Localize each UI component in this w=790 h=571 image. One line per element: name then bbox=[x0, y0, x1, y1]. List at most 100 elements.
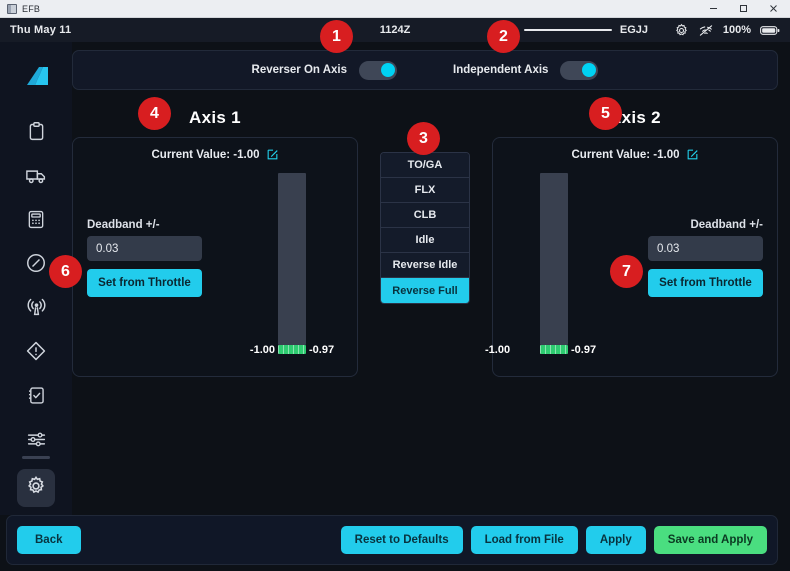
axis-2-deadband-label: Deadband +/- bbox=[690, 219, 763, 231]
truck-icon bbox=[25, 165, 48, 186]
axis-1-inner: Deadband +/- 0.03 Set from Throttle -1.0… bbox=[87, 169, 343, 361]
window-maximize-button[interactable] bbox=[728, 0, 758, 18]
axis-2-meter: -1.00 -0.97 bbox=[485, 169, 599, 361]
axis-2-deadband-input[interactable]: 0.03 bbox=[648, 236, 763, 261]
axis-1-current-value-row: Current Value: -1.00 bbox=[87, 148, 343, 161]
sidebar-item-settings-sliders[interactable] bbox=[16, 418, 56, 460]
sidebar-bottom bbox=[0, 456, 72, 507]
broadcast-icon bbox=[25, 296, 48, 318]
main-content: Reverser On Axis Independent Axis Axis 1… bbox=[72, 42, 790, 515]
axis-2-meter-fill bbox=[540, 345, 568, 354]
toggle-panel: Reverser On Axis Independent Axis bbox=[72, 50, 778, 90]
toggle-label-independent-axis: Independent Axis bbox=[453, 64, 549, 76]
detent-idle[interactable]: Idle bbox=[381, 228, 469, 253]
detent-list: TO/GA FLX CLB Idle Reverse Idle Reverse … bbox=[380, 152, 470, 304]
clipboard-icon bbox=[26, 121, 47, 142]
detent-column: TO/GA FLX CLB Idle Reverse Idle Reverse … bbox=[358, 100, 492, 515]
battery-icon bbox=[760, 24, 780, 37]
axis-2-current-value: Current Value: -1.00 bbox=[571, 148, 680, 161]
app-icon bbox=[7, 3, 17, 14]
annotation-marker-1: 1 bbox=[320, 20, 353, 53]
sidebar-item-atc[interactable] bbox=[16, 286, 56, 328]
save-and-apply-button[interactable]: Save and Apply bbox=[653, 526, 767, 554]
axis-1-panel: Current Value: -1.00 Deadband +/- bbox=[72, 137, 358, 377]
annotation-marker-5: 5 bbox=[589, 97, 622, 130]
axis-2-controls: Deadband +/- 0.03 Set from Throttle bbox=[599, 169, 763, 361]
axis-2-meter-min: -1.00 bbox=[485, 344, 511, 356]
switch-independent-axis[interactable] bbox=[560, 60, 599, 80]
efb-app: Thu May 11 1124Z CK EGJJ bbox=[0, 18, 790, 571]
sidebar-item-navigation[interactable] bbox=[16, 242, 56, 284]
switch-reverser-on-axis[interactable] bbox=[359, 60, 398, 80]
wifi-off-icon[interactable] bbox=[698, 23, 714, 38]
toggle-independent-axis[interactable]: Independent Axis bbox=[453, 60, 599, 80]
sidebar-item-settings[interactable] bbox=[17, 469, 55, 507]
checklist-icon bbox=[26, 385, 47, 406]
sliders-icon bbox=[25, 429, 48, 450]
route-indicator: CK EGJJ bbox=[500, 18, 648, 42]
aircraft-tail-logo[interactable] bbox=[16, 56, 56, 98]
axis-columns: Axis 1 Current Value: -1.00 bbox=[72, 100, 778, 515]
edit-pencil-icon[interactable] bbox=[266, 148, 279, 161]
battery-percent: 100% bbox=[722, 24, 751, 36]
status-center: 1124Z bbox=[0, 24, 790, 36]
axis-2-meter-max: -0.97 bbox=[571, 344, 597, 356]
annotation-marker-4: 4 bbox=[138, 97, 171, 130]
status-date: Thu May 11 bbox=[10, 24, 72, 36]
sidebar-item-checklists[interactable] bbox=[16, 374, 56, 416]
axis-1-column: Axis 1 Current Value: -1.00 bbox=[72, 100, 358, 515]
axis-1-meter-track bbox=[278, 173, 306, 345]
warning-diamond-icon bbox=[25, 340, 47, 362]
annotation-marker-3: 3 bbox=[407, 122, 440, 155]
back-button[interactable]: Back bbox=[17, 526, 81, 554]
window-minimize-button[interactable] bbox=[698, 0, 728, 18]
axis-1-set-from-throttle-button[interactable]: Set from Throttle bbox=[87, 269, 202, 297]
body-split: Reverser On Axis Independent Axis Axis 1… bbox=[0, 42, 790, 515]
axis-2-column: Axis 2 Current Value: -1.00 bbox=[485, 100, 778, 515]
annotation-marker-7: 7 bbox=[610, 255, 643, 288]
sidebar-divider bbox=[22, 456, 50, 459]
apply-button[interactable]: Apply bbox=[585, 526, 646, 554]
status-right-group: 100% bbox=[674, 23, 780, 38]
detent-clb[interactable]: CLB bbox=[381, 203, 469, 228]
calculator-icon bbox=[26, 209, 46, 230]
axis-1-title: Axis 1 bbox=[189, 108, 241, 127]
detent-flx[interactable]: FLX bbox=[381, 178, 469, 203]
sidebar-item-ground-services[interactable] bbox=[16, 154, 56, 196]
annotation-marker-2: 2 bbox=[487, 20, 520, 53]
detent-toga[interactable]: TO/GA bbox=[381, 153, 469, 178]
status-time: 1124Z bbox=[379, 24, 411, 36]
axis-2-current-value-row: Current Value: -1.00 bbox=[507, 148, 763, 161]
sidebar-item-dispatch[interactable] bbox=[16, 110, 56, 152]
sidebar-item-failures[interactable] bbox=[16, 330, 56, 372]
gear-icon bbox=[25, 475, 47, 502]
axis-1-deadband-input[interactable]: 0.03 bbox=[87, 236, 202, 261]
route-destination: EGJJ bbox=[619, 24, 649, 36]
toggle-reverser-on-axis[interactable]: Reverser On Axis bbox=[251, 60, 398, 80]
axis-1-meter-min: -1.00 bbox=[249, 344, 275, 356]
window-titlebar: EFB bbox=[0, 0, 790, 18]
axis-1-meter: -1.00 -0.97 bbox=[249, 169, 343, 361]
axis-2-meter-track bbox=[540, 173, 568, 345]
axis-1-current-value: Current Value: -1.00 bbox=[151, 148, 260, 161]
bottom-right-group: Reset to Defaults Load from File Apply S… bbox=[340, 526, 767, 554]
gear-icon[interactable] bbox=[674, 23, 689, 38]
axis-1-controls: Deadband +/- 0.03 Set from Throttle bbox=[87, 169, 251, 361]
toggle-label-reverser-on-axis: Reverser On Axis bbox=[251, 64, 348, 76]
window-close-button[interactable] bbox=[758, 0, 788, 18]
bottom-action-bar: Back Reset to Defaults Load from File Ap… bbox=[6, 515, 778, 565]
detent-reverse-idle[interactable]: Reverse Idle bbox=[381, 253, 469, 278]
sidebar-item-performance[interactable] bbox=[16, 198, 56, 240]
axis-2-title: Axis 2 bbox=[609, 108, 661, 127]
switch-knob bbox=[581, 63, 596, 77]
load-from-file-button[interactable]: Load from File bbox=[470, 526, 578, 554]
axis-1-meter-fill bbox=[278, 345, 306, 354]
detent-reverse-full[interactable]: Reverse Full bbox=[381, 278, 469, 303]
switch-knob bbox=[380, 63, 395, 77]
axis-2-set-from-throttle-button[interactable]: Set from Throttle bbox=[648, 269, 763, 297]
efb-status-bar: Thu May 11 1124Z CK EGJJ bbox=[0, 18, 790, 42]
reset-to-defaults-button[interactable]: Reset to Defaults bbox=[340, 526, 463, 554]
window-title: EFB bbox=[22, 3, 41, 14]
compass-icon bbox=[25, 252, 47, 274]
edit-pencil-icon[interactable] bbox=[686, 148, 699, 161]
